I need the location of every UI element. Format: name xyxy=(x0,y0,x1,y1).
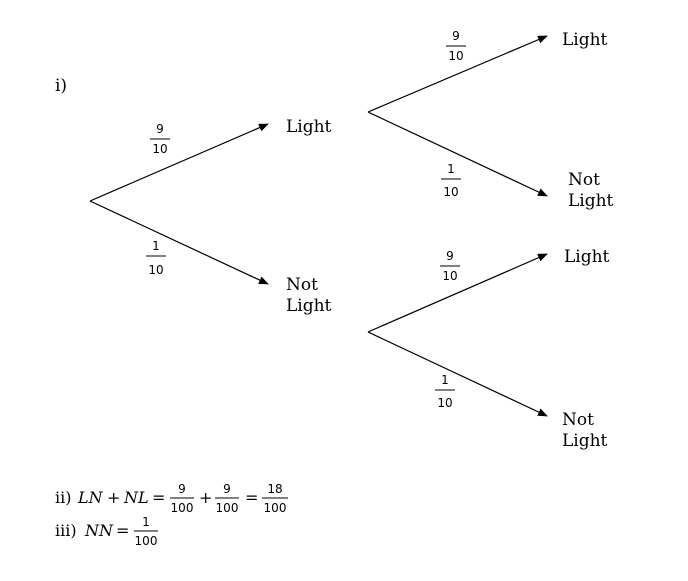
prob-denominator: 10 xyxy=(148,263,163,277)
fraction-denominator: 100 xyxy=(264,501,287,515)
prob-light-not-light: 1 10 xyxy=(441,162,461,199)
outcome-light-light: Light xyxy=(562,30,608,50)
prob-denominator: 10 xyxy=(437,396,452,410)
part-i-label: i) xyxy=(55,76,67,96)
equals-sign: = xyxy=(116,521,129,540)
outcome-not-light-not-light-line2: Light xyxy=(562,431,608,451)
outcome-light: Light xyxy=(286,117,332,137)
prob-denominator: 10 xyxy=(448,49,463,63)
fraction-numerator: 1 xyxy=(142,515,150,529)
prob-denominator: 10 xyxy=(442,269,457,283)
outcome-not-light-line1: Not xyxy=(286,275,318,295)
prob-start-light: 9 10 xyxy=(150,122,170,156)
prob-numerator: 9 xyxy=(446,249,454,263)
fraction-numerator: 9 xyxy=(223,482,231,496)
outcome-not-light-not-light-line1: Not xyxy=(562,410,594,430)
prob-start-not-light: 1 10 xyxy=(146,239,166,277)
prob-numerator: 1 xyxy=(447,162,455,176)
fraction-numerator: 18 xyxy=(267,482,282,496)
prob-numerator: 1 xyxy=(152,239,160,253)
outcome-light-not-light-line2: Light xyxy=(568,191,614,211)
part-ii-equation: ii) LN + NL = 9 100 + 9 100 = 18 100 xyxy=(55,482,288,515)
equals-sign: = xyxy=(245,488,258,507)
prob-numerator: 1 xyxy=(441,373,449,387)
fraction-denominator: 100 xyxy=(216,501,239,515)
branch-start-to-not-light xyxy=(89,200,269,285)
outcome-not-light-light: Light xyxy=(564,247,610,267)
prob-light-light: 9 10 xyxy=(446,29,466,63)
outcome-light-not-light-line1: Not xyxy=(568,170,600,190)
fraction-numerator: 9 xyxy=(178,482,186,496)
branch-light-to-light xyxy=(367,35,548,113)
branch-light-to-not-light xyxy=(367,111,548,197)
term-ln: LN xyxy=(77,488,104,507)
fraction-denominator: 100 xyxy=(171,501,194,515)
equals-sign: = xyxy=(152,488,165,507)
plus-sign: + xyxy=(107,488,120,507)
prob-not-light-light: 9 10 xyxy=(440,249,460,283)
branch-not-light-to-light xyxy=(367,253,548,333)
fraction-denominator: 100 xyxy=(135,534,158,548)
prob-numerator: 9 xyxy=(156,122,164,136)
part-ii-label: ii) xyxy=(55,488,71,507)
term-nn: NN xyxy=(84,521,114,540)
part-iii-label: iii) xyxy=(55,521,77,540)
branch-not-light-to-not-light xyxy=(367,331,548,417)
plus-sign: + xyxy=(199,488,212,507)
term-nl: NL xyxy=(123,488,149,507)
prob-denominator: 10 xyxy=(443,185,458,199)
outcome-not-light-line2: Light xyxy=(286,296,332,316)
prob-denominator: 10 xyxy=(152,142,167,156)
branch-start-to-light xyxy=(89,123,269,202)
prob-numerator: 9 xyxy=(452,29,460,43)
part-iii-equation: iii) NN = 1 100 xyxy=(55,515,158,548)
prob-not-light-not-light: 1 10 xyxy=(435,373,455,410)
